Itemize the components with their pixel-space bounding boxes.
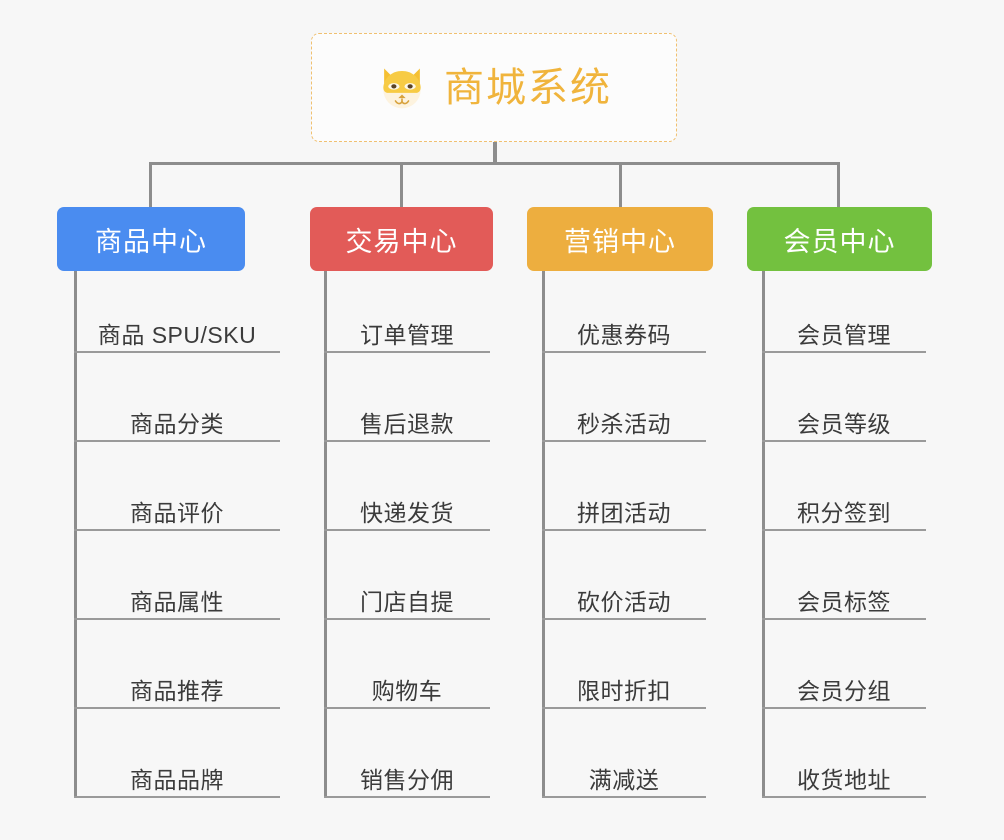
leaf-item[interactable]: 快递发货 — [324, 485, 490, 531]
leaf-item-label: 砍价活动 — [577, 588, 671, 615]
leaf-item-label: 会员标签 — [797, 588, 891, 615]
leaf-item-label: 优惠券码 — [577, 321, 671, 348]
leaf-item[interactable]: 满减送 — [542, 752, 706, 798]
leaf-item-label: 售后退款 — [360, 410, 454, 437]
leaf-item-label: 商品 SPU/SKU — [97, 321, 257, 348]
leaf-item-label: 商品属性 — [130, 588, 224, 615]
leaf-item-label: 满减送 — [588, 766, 660, 793]
connector-drop-1 — [149, 162, 152, 208]
leaf-spine — [324, 271, 327, 798]
leaf-item-label: 会员管理 — [797, 321, 891, 348]
leaf-item[interactable]: 商品 SPU/SKU — [74, 307, 280, 353]
leaf-item[interactable]: 商品属性 — [74, 574, 280, 620]
leaf-item-label: 会员等级 — [797, 410, 891, 437]
leaf-item-label: 商品推荐 — [130, 677, 224, 704]
connector-root-trunk — [493, 142, 497, 164]
leaf-item[interactable]: 购物车 — [324, 663, 490, 709]
connector-horizontal-bus — [149, 162, 840, 165]
leaf-item-label: 销售分佣 — [360, 766, 454, 793]
category-label: 营销中心 — [564, 226, 676, 257]
leaf-item-label: 积分签到 — [797, 499, 891, 526]
leaf-item-label: 限时折扣 — [577, 677, 671, 704]
leaf-item-label: 门店自提 — [360, 588, 454, 615]
leaf-item-label: 收货地址 — [797, 766, 891, 793]
leaf-item[interactable]: 会员标签 — [762, 574, 926, 620]
leaf-item-label: 订单管理 — [360, 321, 454, 348]
category-label: 商品中心 — [95, 226, 207, 257]
leaf-item-label: 购物车 — [371, 677, 443, 704]
root-node[interactable]: 商城系统 — [311, 33, 677, 142]
leaf-column-2: 订单管理售后退款快递发货门店自提购物车销售分佣 — [324, 271, 490, 798]
leaf-column-1: 商品 SPU/SKU 商品分类商品评价商品属性商品推荐商品品牌 — [74, 271, 280, 798]
leaf-item[interactable]: 售后退款 — [324, 396, 490, 442]
category-box-2[interactable]: 交易中心 — [310, 207, 493, 271]
category-label: 会员中心 — [783, 226, 896, 257]
leaf-spine — [542, 271, 545, 798]
category-box-1[interactable]: 商品中心 — [57, 207, 245, 271]
leaf-item[interactable]: 优惠券码 — [542, 307, 706, 353]
category-label: 交易中心 — [345, 226, 458, 257]
leaf-item[interactable]: 会员等级 — [762, 396, 926, 442]
leaf-column-4: 会员管理会员等级积分签到会员标签会员分组收货地址 — [762, 271, 926, 798]
shiba-dog-icon — [383, 68, 421, 108]
leaf-item[interactable]: 订单管理 — [324, 307, 490, 353]
leaf-spine — [74, 271, 77, 798]
leaf-column-3: 优惠券码秒杀活动拼团活动砍价活动限时折扣满减送 — [542, 271, 706, 798]
connector-drop-4 — [837, 162, 840, 208]
leaf-item-label: 拼团活动 — [577, 499, 671, 526]
leaf-item[interactable]: 收货地址 — [762, 752, 926, 798]
leaf-item[interactable]: 秒杀活动 — [542, 396, 706, 442]
connector-drop-2 — [400, 162, 403, 208]
leaf-item[interactable]: 商品评价 — [74, 485, 280, 531]
leaf-item[interactable]: 销售分佣 — [324, 752, 490, 798]
root-node-content: 商城系统 — [376, 62, 612, 114]
leaf-item[interactable]: 积分签到 — [762, 485, 926, 531]
leaf-item-label: 快递发货 — [360, 499, 454, 526]
category-box-3[interactable]: 营销中心 — [527, 207, 713, 271]
leaf-item[interactable]: 门店自提 — [324, 574, 490, 620]
leaf-item[interactable]: 会员管理 — [762, 307, 926, 353]
leaf-item-label: 秒杀活动 — [577, 410, 671, 437]
leaf-item[interactable]: 砍价活动 — [542, 574, 706, 620]
leaf-spine — [762, 271, 765, 798]
leaf-item[interactable]: 商品推荐 — [74, 663, 280, 709]
leaf-item-label: 商品品牌 — [130, 766, 224, 793]
category-box-4[interactable]: 会员中心 — [747, 207, 932, 271]
leaf-item[interactable]: 商品分类 — [74, 396, 280, 442]
leaf-item[interactable]: 会员分组 — [762, 663, 926, 709]
connector-drop-3 — [619, 162, 622, 208]
leaf-item-label: 会员分组 — [797, 677, 891, 704]
leaf-item-label: 商品分类 — [130, 410, 224, 437]
leaf-item[interactable]: 商品品牌 — [74, 752, 280, 798]
leaf-item-label: 商品评价 — [130, 499, 224, 526]
root-title: 商城系统 — [444, 65, 612, 110]
leaf-item[interactable]: 拼团活动 — [542, 485, 706, 531]
leaf-item[interactable]: 限时折扣 — [542, 663, 706, 709]
